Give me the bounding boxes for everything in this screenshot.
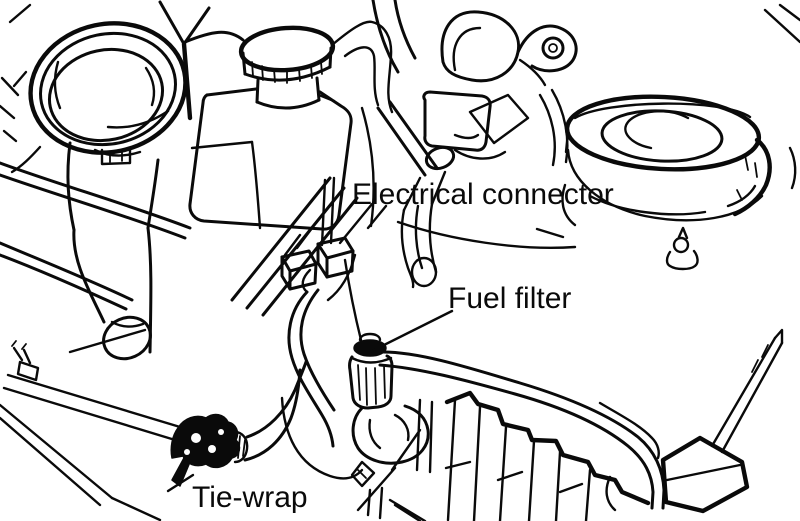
fuel-filter-part bbox=[348, 332, 394, 410]
engine-block bbox=[388, 390, 750, 521]
label-tie-wrap: Tie-wrap bbox=[192, 481, 308, 514]
cap-rib-marks bbox=[251, 61, 323, 84]
label-fuel-filter: Fuel filter bbox=[448, 282, 571, 315]
intake-duct bbox=[66, 141, 160, 361]
labels: Electrical connector Fuel filter Tie-wra… bbox=[166, 178, 614, 514]
fender-hatching bbox=[0, 3, 42, 174]
label-electrical-connector: Electrical connector bbox=[352, 178, 614, 211]
bolt bbox=[665, 226, 699, 271]
hose-clevis bbox=[11, 340, 40, 382]
dipstick-tube bbox=[710, 328, 784, 454]
fuel-hose-long bbox=[381, 350, 666, 510]
filter-bracket-strips bbox=[400, 170, 447, 289]
intake-ring bbox=[28, 21, 188, 166]
reservoir-cap bbox=[238, 25, 336, 73]
leader-electrical-connector-2 bbox=[366, 204, 388, 230]
cowl-lines bbox=[158, 0, 394, 228]
pump-body bbox=[350, 398, 434, 520]
hose-tangle bbox=[371, 0, 800, 190]
filter-body bbox=[348, 354, 394, 410]
leader-tie-wrap bbox=[166, 473, 195, 493]
tie-wrap-part bbox=[170, 413, 241, 487]
eyelet-ring bbox=[541, 36, 565, 60]
leader-electrical-connector bbox=[338, 202, 374, 245]
fluid-reservoir bbox=[188, 25, 353, 231]
engine-mount-box bbox=[660, 435, 750, 514]
leader-fuel-filter bbox=[368, 309, 454, 354]
air-cleaner-drum bbox=[396, 94, 772, 250]
front-hoses bbox=[0, 161, 192, 521]
filter-fitting bbox=[353, 339, 387, 357]
